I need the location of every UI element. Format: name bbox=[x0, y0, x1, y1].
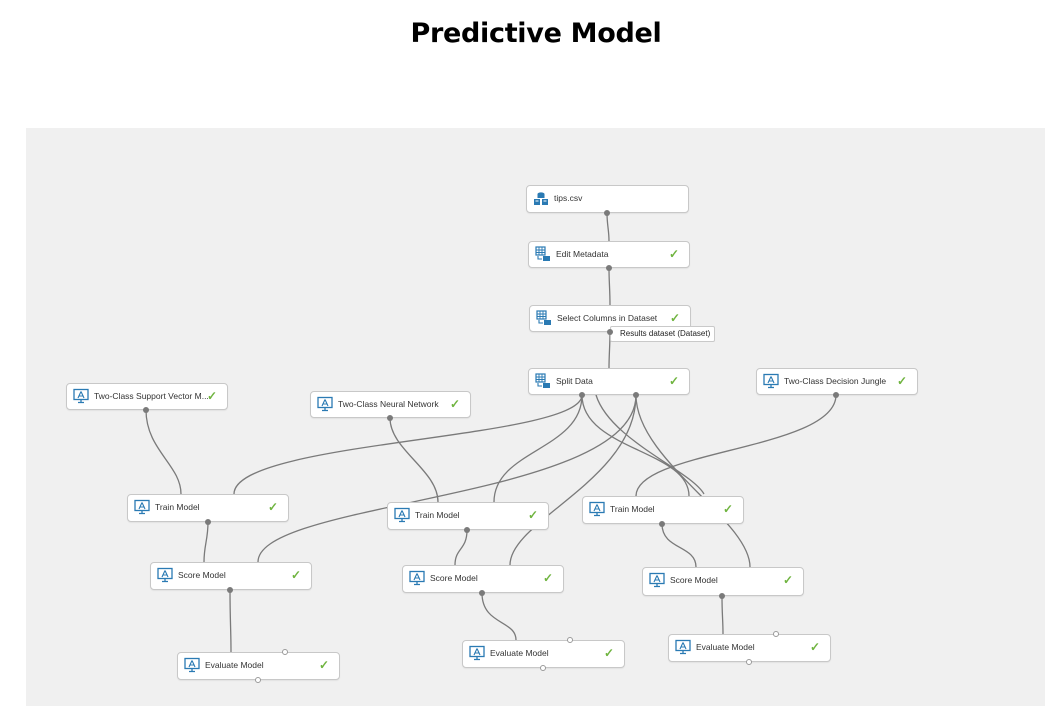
input-port-evaluate-1[interactable] bbox=[282, 649, 288, 655]
module-evaluate-model-3[interactable]: Evaluate Model ✓ bbox=[668, 634, 831, 662]
completed-check-icon: ✓ bbox=[669, 311, 680, 325]
model-icon bbox=[73, 388, 89, 404]
output-port-train-2[interactable] bbox=[464, 527, 470, 533]
completed-check-icon: ✓ bbox=[668, 374, 679, 388]
completed-check-icon: ✓ bbox=[318, 658, 329, 672]
model-icon bbox=[589, 501, 605, 517]
model-icon bbox=[317, 396, 333, 412]
module-label: Select Columns in Dataset bbox=[557, 313, 658, 323]
module-label: Edit Metadata bbox=[556, 249, 609, 259]
input-port-evaluate-3[interactable] bbox=[773, 631, 779, 637]
module-label: Score Model bbox=[178, 570, 226, 580]
output-port-split-right[interactable] bbox=[633, 392, 639, 398]
completed-check-icon: ✓ bbox=[896, 374, 907, 388]
completed-check-icon: ✓ bbox=[527, 508, 538, 522]
module-label: Train Model bbox=[155, 502, 200, 512]
module-train-model-2[interactable]: Train Model ✓ bbox=[387, 502, 549, 530]
module-score-model-1[interactable]: Score Model ✓ bbox=[150, 562, 312, 590]
output-port-tips[interactable] bbox=[604, 210, 610, 216]
completed-check-icon: ✓ bbox=[782, 573, 793, 587]
module-edit-metadata[interactable]: Edit Metadata ✓ bbox=[528, 241, 690, 268]
completed-check-icon: ✓ bbox=[603, 646, 614, 660]
page-title: Predictive Model bbox=[410, 18, 662, 49]
module-two-class-svm[interactable]: Two-Class Support Vector M... ✓ bbox=[66, 383, 228, 410]
output-port-score-3[interactable] bbox=[719, 593, 725, 599]
module-evaluate-model-1[interactable]: Evaluate Model ✓ bbox=[177, 652, 340, 680]
model-icon bbox=[394, 507, 410, 523]
module-two-class-decision-jungle[interactable]: Two-Class Decision Jungle ✓ bbox=[756, 368, 918, 395]
module-label: Two-Class Decision Jungle bbox=[784, 376, 887, 386]
data-transform-icon bbox=[536, 310, 551, 325]
module-label: tips.csv bbox=[554, 193, 583, 203]
module-label: Evaluate Model bbox=[696, 642, 755, 652]
output-port-neural-net[interactable] bbox=[387, 415, 393, 421]
output-port-edit-metadata[interactable] bbox=[606, 265, 612, 271]
experiment-canvas[interactable] bbox=[26, 128, 1045, 706]
completed-check-icon: ✓ bbox=[722, 502, 733, 516]
evaluate-icon bbox=[184, 657, 200, 673]
module-train-model-1[interactable]: Train Model ✓ bbox=[127, 494, 289, 522]
output-port-evaluate-1[interactable] bbox=[255, 677, 261, 683]
model-icon bbox=[409, 570, 425, 586]
evaluate-icon bbox=[469, 645, 485, 661]
data-transform-icon bbox=[535, 373, 550, 388]
dataset-icon bbox=[534, 192, 548, 205]
completed-check-icon: ✓ bbox=[206, 389, 217, 403]
model-icon bbox=[134, 499, 150, 515]
input-port-evaluate-2[interactable] bbox=[567, 637, 573, 643]
output-port-evaluate-3[interactable] bbox=[746, 659, 752, 665]
module-label: Score Model bbox=[430, 573, 478, 583]
output-port-train-3[interactable] bbox=[659, 521, 665, 527]
module-tips-csv[interactable]: tips.csv bbox=[526, 185, 689, 213]
evaluate-icon bbox=[675, 639, 691, 655]
module-label: Train Model bbox=[610, 504, 655, 514]
model-icon bbox=[763, 373, 779, 389]
module-score-model-2[interactable]: Score Model ✓ bbox=[402, 565, 564, 593]
module-label: Evaluate Model bbox=[205, 660, 264, 670]
output-port-split-left[interactable] bbox=[579, 392, 585, 398]
module-label: Two-Class Neural Network bbox=[338, 399, 439, 409]
output-port-jungle[interactable] bbox=[833, 392, 839, 398]
completed-check-icon: ✓ bbox=[668, 247, 679, 261]
output-port-score-2[interactable] bbox=[479, 590, 485, 596]
module-train-model-3[interactable]: Train Model ✓ bbox=[582, 496, 744, 524]
completed-check-icon: ✓ bbox=[267, 500, 278, 514]
output-port-train-1[interactable] bbox=[205, 519, 211, 525]
completed-check-icon: ✓ bbox=[542, 571, 553, 585]
model-icon bbox=[649, 572, 665, 588]
module-evaluate-model-2[interactable]: Evaluate Model ✓ bbox=[462, 640, 625, 668]
completed-check-icon: ✓ bbox=[449, 397, 460, 411]
module-label: Split Data bbox=[556, 376, 593, 386]
port-tooltip: Results dataset (Dataset) bbox=[610, 326, 716, 342]
completed-check-icon: ✓ bbox=[290, 568, 301, 582]
module-label: Two-Class Support Vector M... bbox=[94, 391, 209, 401]
data-transform-icon bbox=[535, 246, 550, 261]
completed-check-icon: ✓ bbox=[809, 640, 820, 654]
module-label: Score Model bbox=[670, 575, 718, 585]
output-port-score-1[interactable] bbox=[227, 587, 233, 593]
module-label: Evaluate Model bbox=[490, 648, 549, 658]
model-icon bbox=[157, 567, 173, 583]
module-two-class-neural-network[interactable]: Two-Class Neural Network ✓ bbox=[310, 391, 471, 418]
output-port-select-columns[interactable] bbox=[607, 329, 613, 335]
output-port-svm[interactable] bbox=[143, 407, 149, 413]
module-score-model-3[interactable]: Score Model ✓ bbox=[642, 567, 804, 596]
module-label: Train Model bbox=[415, 510, 460, 520]
output-port-evaluate-2[interactable] bbox=[540, 665, 546, 671]
module-split-data[interactable]: Split Data ✓ bbox=[528, 368, 690, 395]
